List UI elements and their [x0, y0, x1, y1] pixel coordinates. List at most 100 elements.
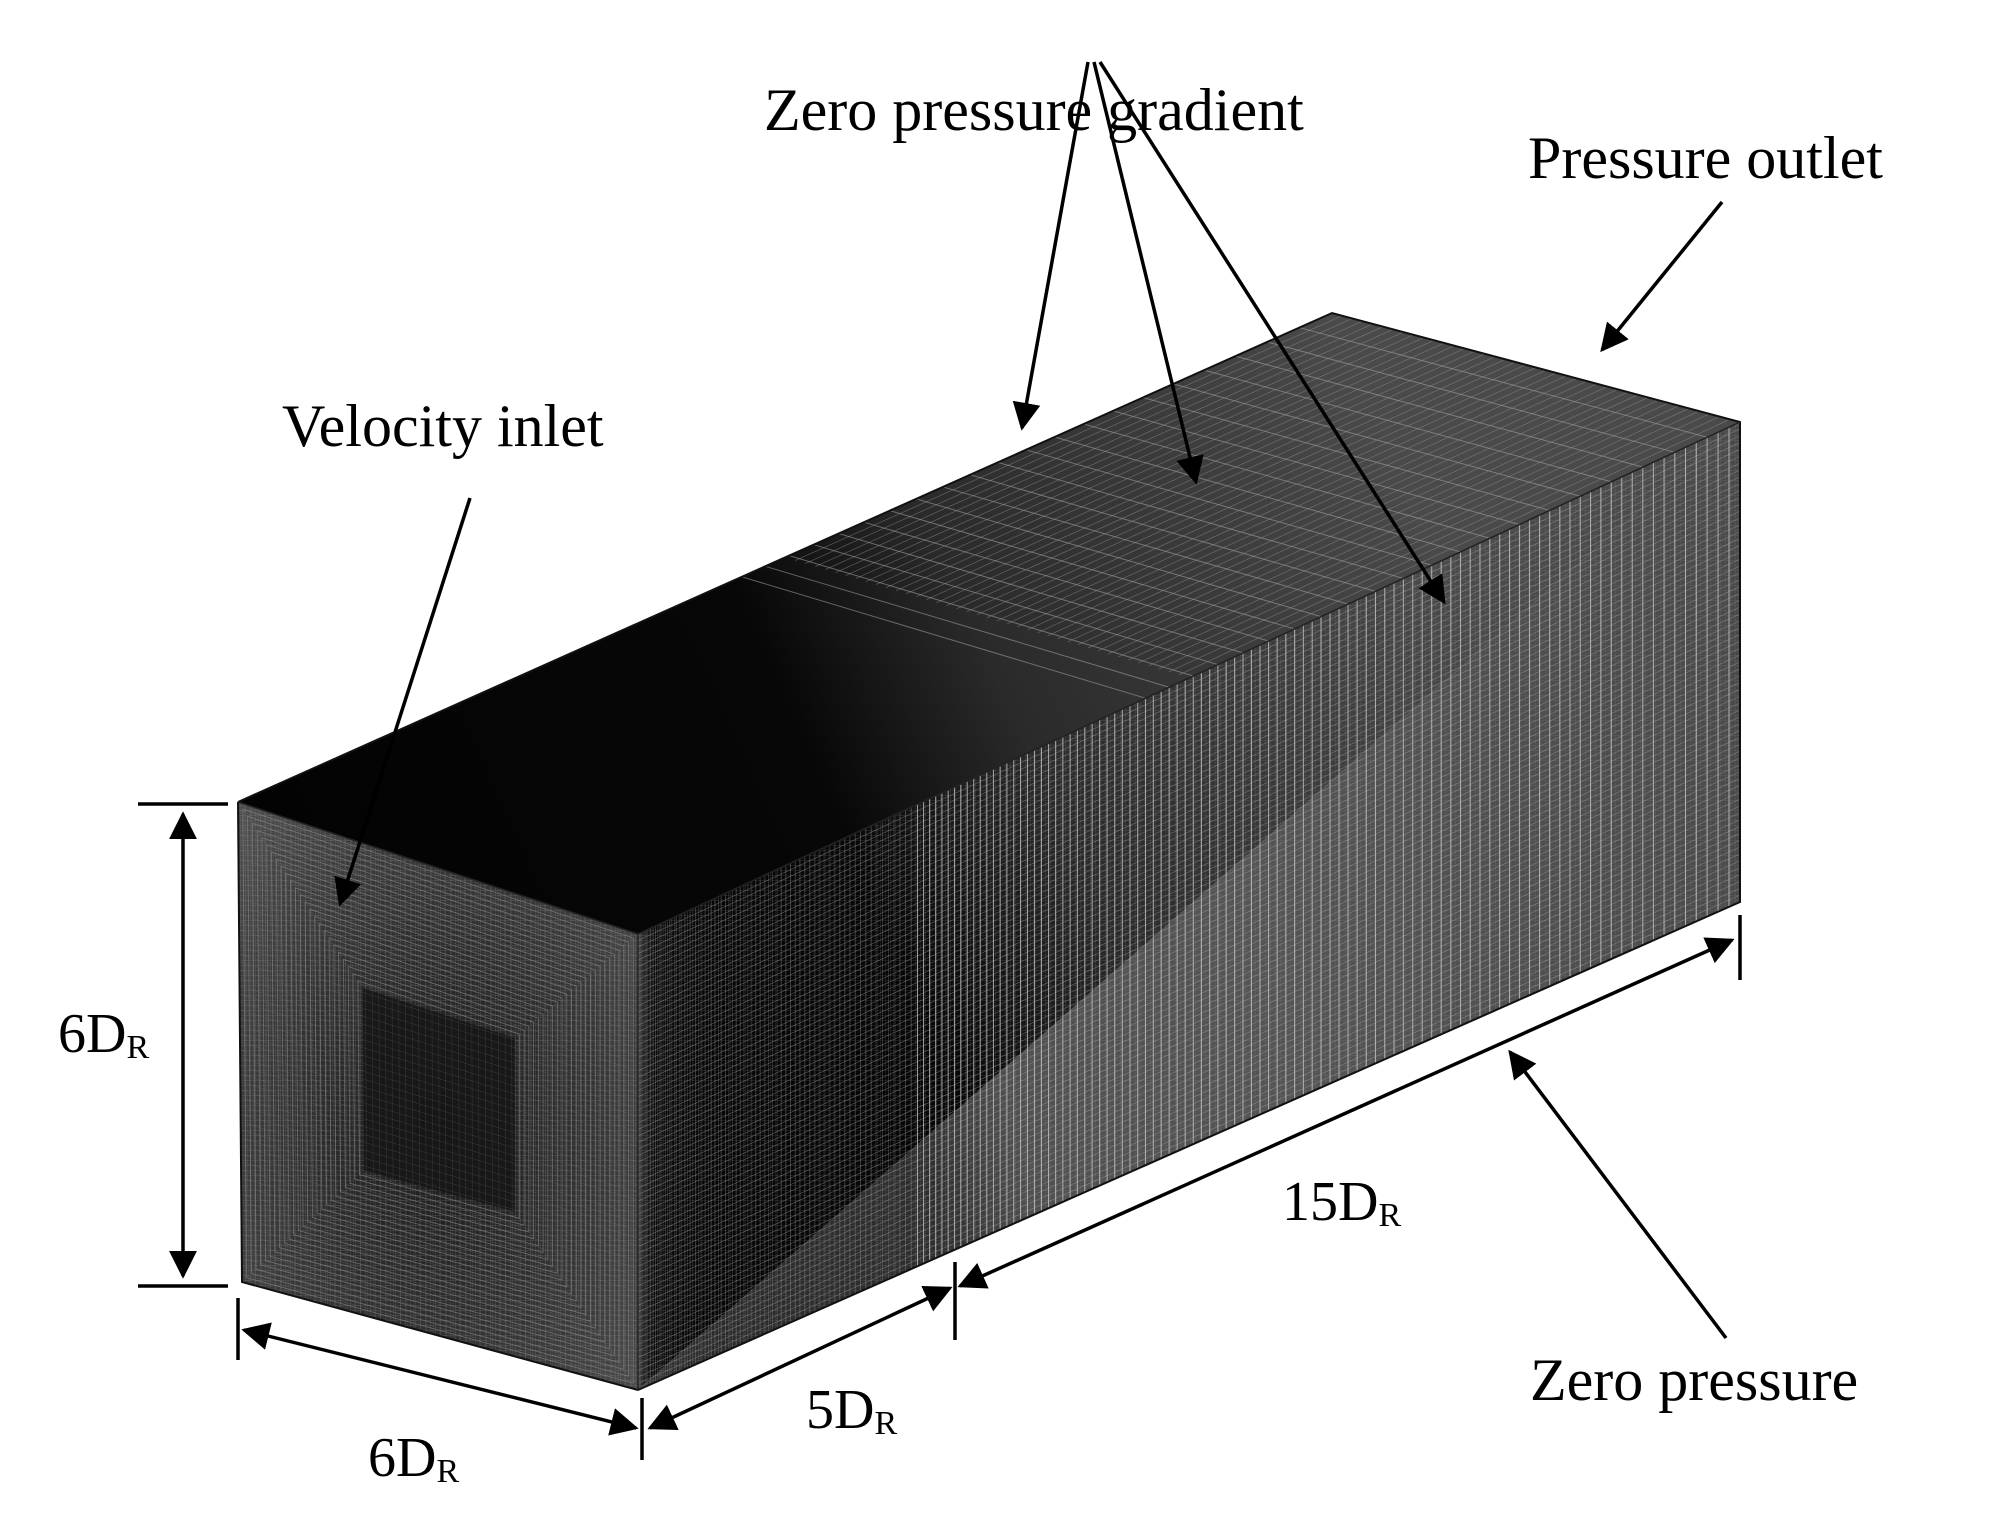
mesh-line [1128, 405, 1679, 661]
mesh-line [637, 442, 1741, 954]
mesh-line [257, 808, 262, 1288]
mesh-line [637, 490, 1741, 1000]
mesh-line [240, 1137, 639, 1254]
mesh-line [491, 885, 493, 1351]
label-zero-pressure: Zero pressure [1530, 1347, 1858, 1413]
pointer-arrows [334, 61, 1728, 1340]
mesh-line [1178, 418, 1730, 676]
mesh-line [637, 558, 1741, 1065]
mesh-line [517, 894, 520, 1358]
mesh-line [1097, 397, 1649, 652]
mesh-line [240, 1057, 639, 1178]
dim-downstream-label: 15DR [1282, 1171, 1401, 1234]
mesh-line [239, 993, 639, 1117]
mesh-line [825, 323, 1373, 570]
mesh-line [637, 531, 1741, 1039]
mesh-line [637, 552, 1741, 1059]
mesh-line [741, 576, 1146, 699]
arrow-zero-pressure [1508, 1049, 1728, 1340]
mesh-line [240, 1049, 639, 1170]
mesh-ring [343, 958, 535, 1240]
mesh-line [1108, 399, 1659, 655]
mesh-line [511, 892, 513, 1356]
mesh-line [637, 579, 1741, 1085]
mesh-line [637, 620, 1741, 1124]
mesh-line [637, 600, 1741, 1104]
mesh-ring [338, 951, 539, 1247]
mesh-line [238, 889, 639, 1018]
mesh-ring [309, 908, 568, 1288]
mesh-ring [304, 901, 572, 1295]
mesh-line [240, 1129, 639, 1246]
top-face-grid [741, 315, 1730, 699]
mesh-line [1168, 416, 1720, 673]
mesh-line [1158, 413, 1710, 670]
mesh-line [1037, 380, 1588, 634]
dim-downstream-arrow [957, 937, 1735, 1289]
mesh-line [251, 806, 256, 1286]
mesh-line [584, 916, 586, 1376]
mesh-line [637, 682, 1741, 1182]
mesh-line [895, 342, 1445, 591]
mesh-line [264, 810, 269, 1290]
mesh-line [1027, 378, 1577, 631]
mesh-line [845, 329, 1394, 576]
mesh-line [637, 462, 1741, 974]
mesh-line [351, 839, 355, 1313]
mesh-line [240, 1145, 639, 1261]
mesh-line [239, 977, 639, 1102]
mesh-line [241, 1225, 639, 1337]
mesh-line [637, 565, 1741, 1072]
mesh-line [240, 1153, 639, 1269]
mesh-line [240, 1121, 639, 1239]
mesh-line [464, 876, 467, 1344]
mesh-line [239, 945, 639, 1071]
mesh-line [537, 900, 540, 1364]
dim-width-label: 6DR [368, 1427, 459, 1490]
dim-width-arrow [241, 1322, 639, 1436]
mesh-line [304, 823, 309, 1301]
mesh-line [241, 1217, 639, 1330]
mesh-line [238, 921, 639, 1049]
label-pressure-outlet: Pressure outlet [1528, 125, 1883, 191]
mesh-line [637, 497, 1741, 1006]
mesh-line [239, 1017, 639, 1140]
mesh-core [362, 988, 515, 1212]
mesh-line [637, 586, 1741, 1091]
mesh-line [277, 815, 282, 1293]
mesh-line [986, 367, 1537, 619]
mesh-line [1148, 410, 1700, 667]
mesh-line [477, 881, 480, 1347]
mesh-line [1047, 383, 1598, 637]
mesh-line [637, 504, 1741, 1013]
mesh-line [637, 668, 1741, 1169]
mesh-line [241, 1193, 639, 1307]
mesh-ring [314, 915, 563, 1281]
dim-upstream-label: 5DR [806, 1379, 897, 1442]
mesh-line [637, 428, 1741, 941]
mesh-line [311, 826, 315, 1302]
mesh-ring [357, 980, 520, 1219]
mesh-line [239, 1001, 639, 1125]
mesh-ring [290, 880, 587, 1315]
mesh-line [1077, 391, 1628, 646]
mesh-line [240, 1081, 639, 1201]
mesh-line [457, 874, 460, 1342]
mesh-ring [347, 965, 530, 1233]
mesh-line [331, 832, 335, 1308]
dimension-lines [138, 802, 1742, 1460]
mesh-line [239, 1025, 639, 1147]
mesh-line [637, 572, 1741, 1078]
mesh-line [377, 848, 381, 1320]
mesh-line [240, 1161, 639, 1277]
mesh-line [240, 1113, 639, 1231]
mesh-ring [328, 937, 549, 1261]
mesh-line [551, 905, 553, 1367]
arrow-zero-grad-3 [1098, 61, 1446, 605]
mesh-ring [323, 930, 553, 1267]
mesh-line [1017, 375, 1567, 628]
label-zero-pressure-gradient: Zero pressure gradient [764, 77, 1304, 143]
mesh-block [237, 311, 1741, 1392]
mesh-line [384, 850, 388, 1322]
